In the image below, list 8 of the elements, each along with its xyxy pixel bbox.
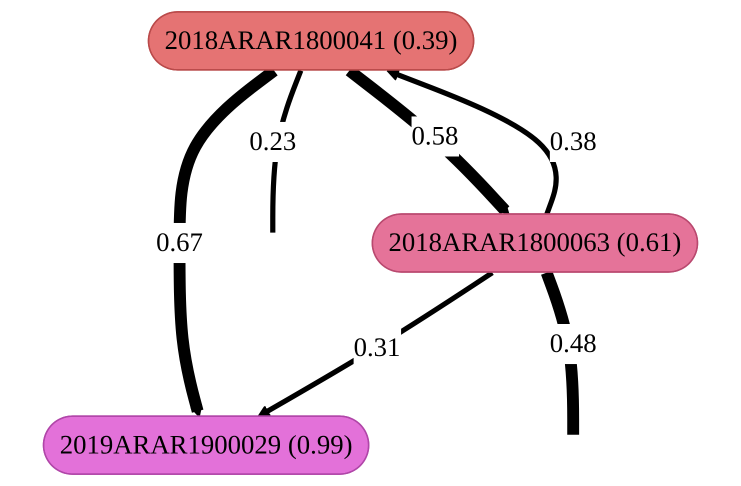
- arrow: [386, 68, 559, 216]
- edge-label: 0.67: [156, 227, 203, 258]
- edge-label: 0.58: [412, 120, 458, 151]
- edge-label: 0.23: [249, 126, 296, 156]
- edge-label: 0.38: [550, 126, 597, 156]
- edge-label: 0.31: [354, 332, 400, 362]
- edge-label: 0.48: [550, 328, 597, 358]
- arrow: [257, 270, 494, 418]
